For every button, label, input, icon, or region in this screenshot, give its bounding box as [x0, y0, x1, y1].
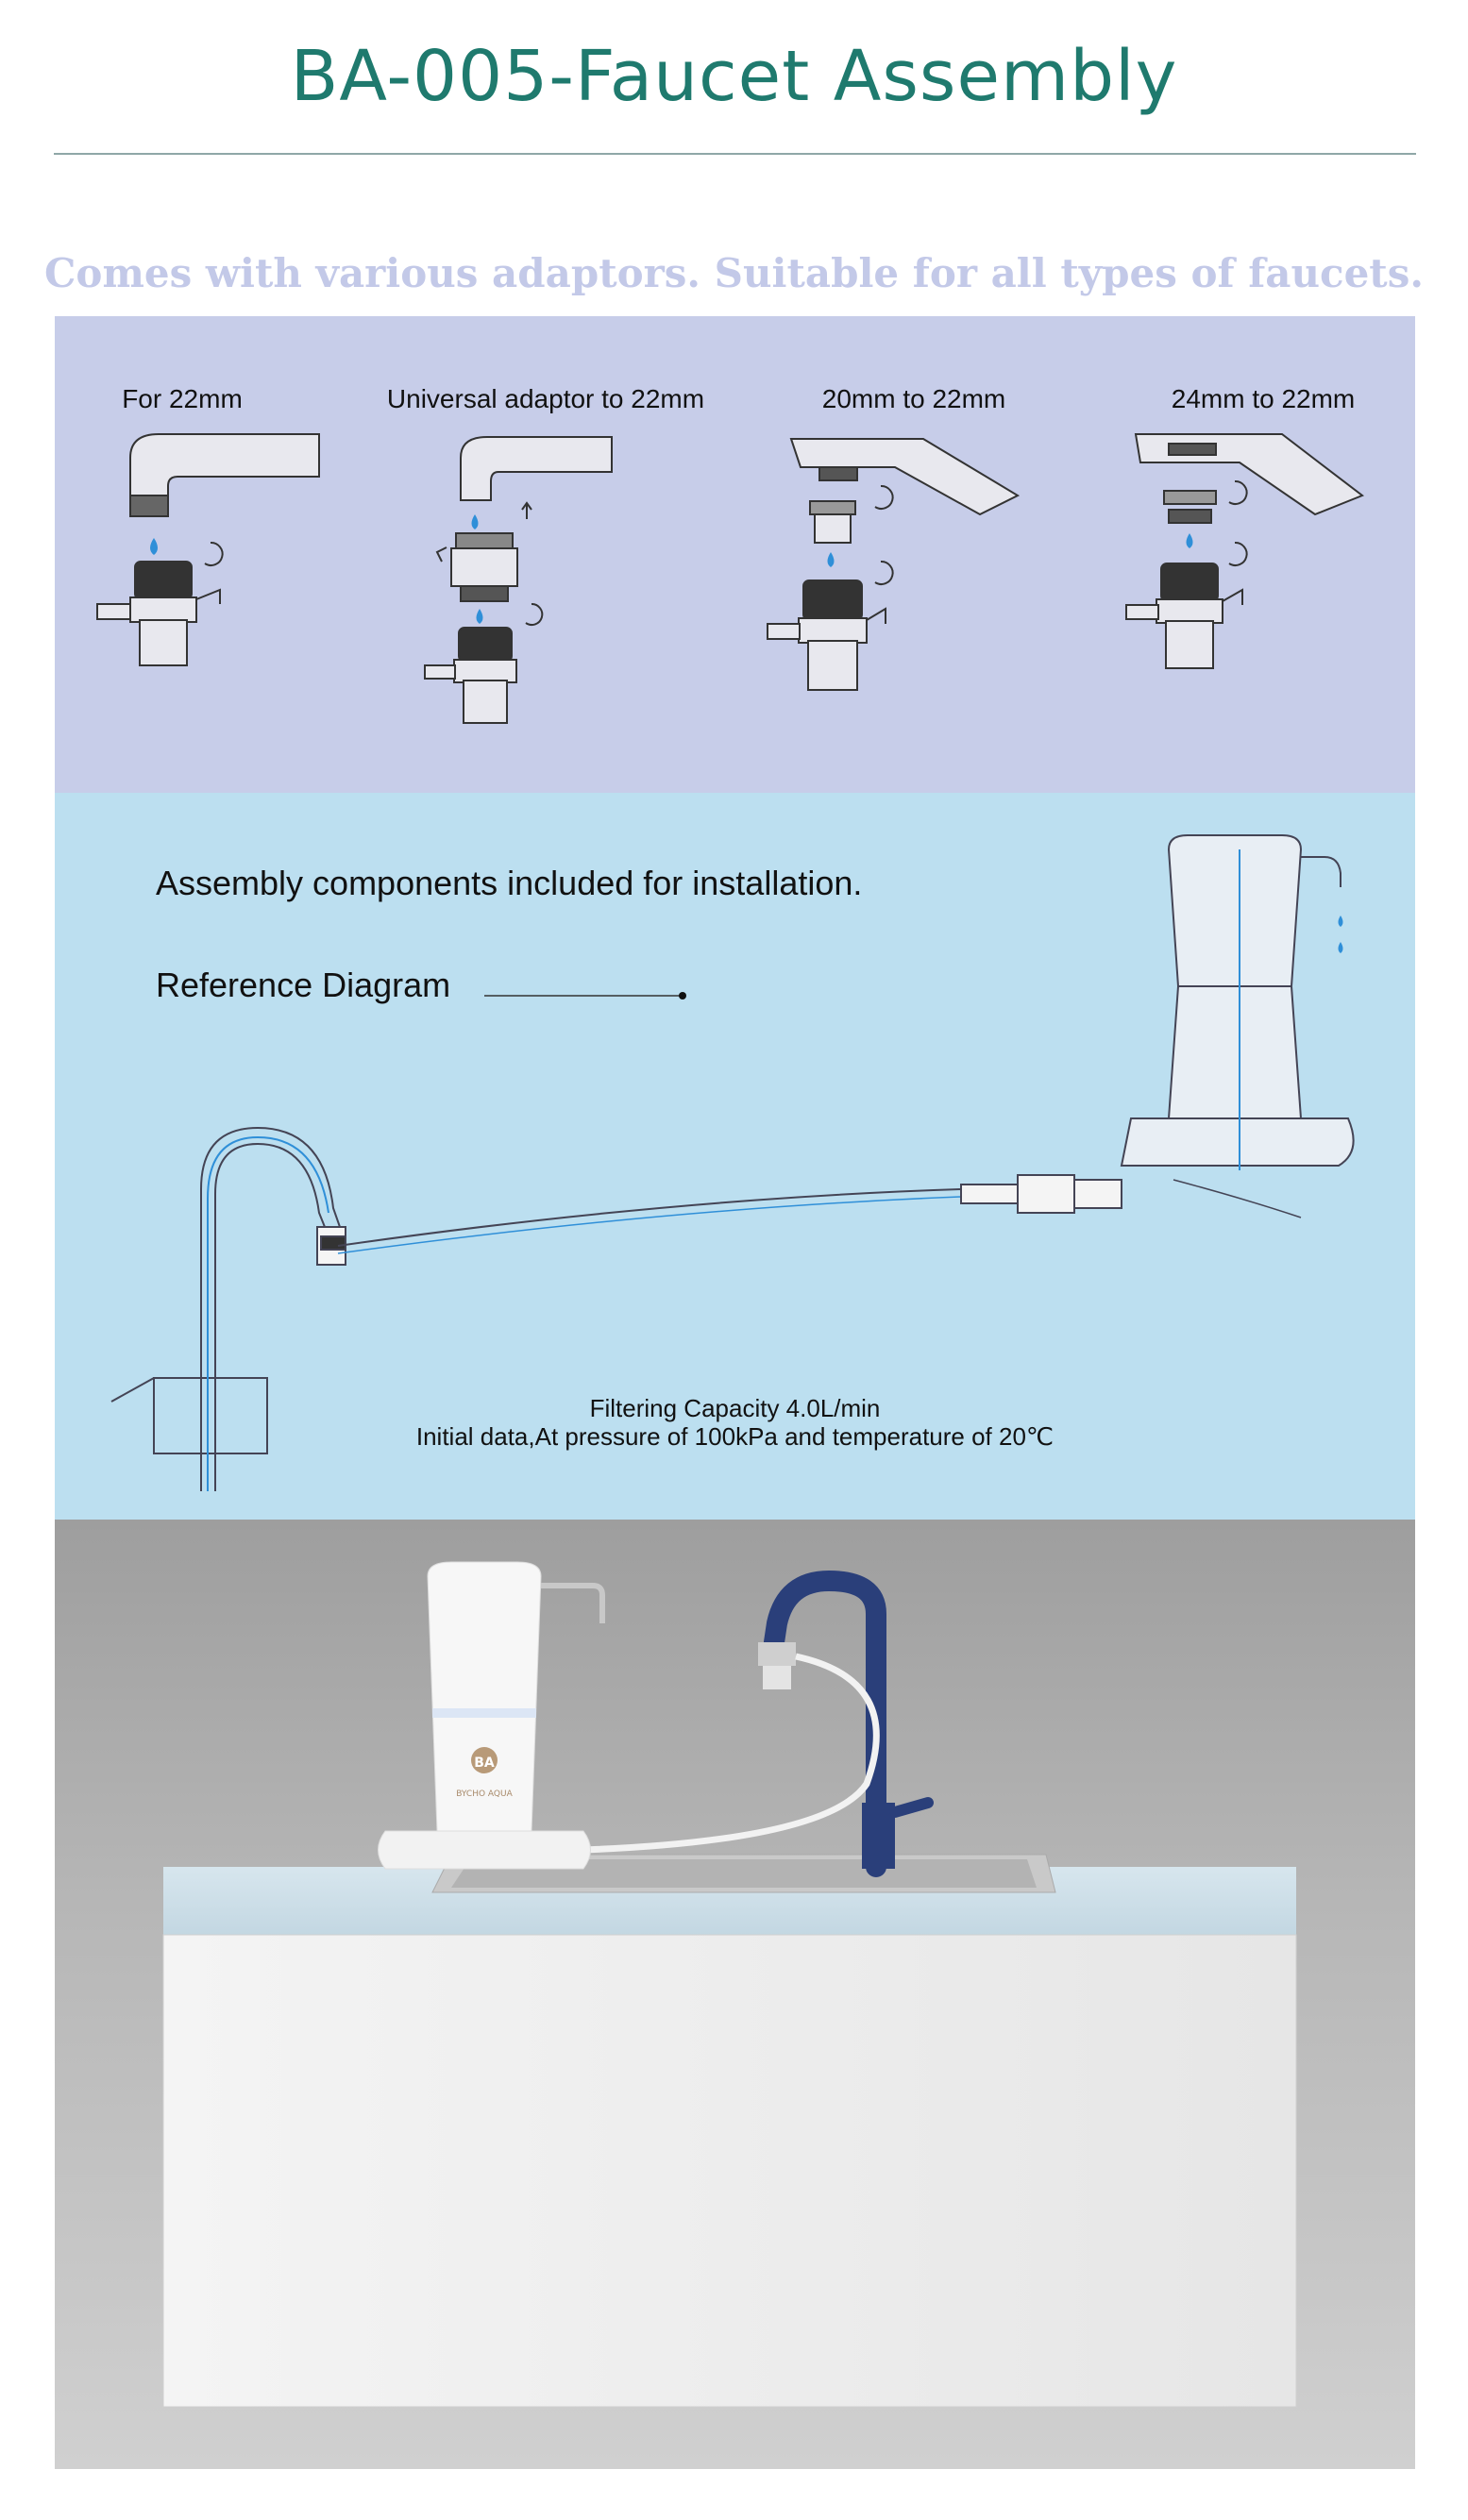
diverter-valve-icon	[96, 561, 221, 666]
capacity-caption: Filtering Capacity 4.0L/min	[589, 1394, 881, 1422]
diverter-valve-icon	[424, 627, 517, 724]
kitchen-sink-scene: BA BYCHO AQUA	[162, 1561, 1297, 2408]
universal-adaptor-icon	[435, 532, 518, 602]
sink-basin-icon	[431, 1854, 1056, 1893]
product-brand-text: BYCHO AQUA	[456, 1789, 513, 1799]
adaptor-label: 24mm to 22mm	[1171, 384, 1356, 413]
faucet-elbow-22mm-icon	[129, 433, 320, 517]
cabinet-icon	[162, 1867, 1297, 2408]
diverter-valve-icon	[1125, 563, 1243, 669]
arrow-up-icon	[521, 501, 532, 519]
rotate-icon	[1228, 541, 1248, 566]
adaptor-ring-24mm-icon	[1163, 490, 1217, 524]
adaptor-item-20mm: 20mm to 22mm	[744, 384, 1084, 414]
water-drop-icon	[476, 609, 483, 624]
water-drop-icon	[471, 514, 479, 529]
hose-connector-icon	[960, 1174, 1122, 1214]
adaptor-label: Universal adaptor to 22mm	[386, 384, 705, 413]
water-hose	[582, 1653, 880, 1854]
power-cable	[1173, 1179, 1302, 1218]
rotate-icon	[1228, 479, 1248, 505]
adaptor-label: 20mm to 22mm	[821, 384, 1006, 413]
water-drop-icon	[827, 552, 835, 567]
page-subtitle: Comes with various adaptors. Suitable fo…	[44, 250, 1424, 296]
reference-diagram-drawing	[110, 834, 1355, 1491]
adaptor-item-universal: Universal adaptor to 22mm	[376, 384, 716, 414]
faucet-icon	[758, 1570, 934, 1877]
page-title: BA-005-Faucet Assembly	[290, 36, 1178, 117]
product-photo-panel: BA BYCHO AQUA	[55, 1520, 1415, 2469]
adaptor-item-24mm: 24mm to 22mm	[1093, 384, 1433, 414]
kitchen-faucet-outline-icon	[110, 1126, 346, 1491]
water-filter-unit-icon	[1120, 834, 1355, 1167]
rotate-icon	[874, 484, 894, 510]
faucet-spout-24mm-icon	[1134, 433, 1365, 516]
reference-diagram-label: Reference Diagram	[156, 966, 451, 1004]
brand-logo-icon	[471, 1747, 498, 1773]
rotate-icon	[204, 541, 224, 566]
product-logo-text: BA	[474, 1756, 495, 1771]
water-filter-product-icon	[378, 1561, 605, 1870]
water-drop-icon	[150, 538, 158, 555]
faucet-spout-20mm-icon	[789, 438, 1021, 516]
reference-diagram-panel: Assembly components included for install…	[55, 793, 1415, 1520]
test-conditions-caption: Initial data,At pressure of 100kPa and t…	[415, 1422, 1055, 1451]
rotate-icon	[874, 560, 894, 585]
adaptor-panel: For 22mm Universal adaptor to 22mm 20mm …	[55, 316, 1415, 793]
title-divider	[54, 153, 1416, 155]
faucet-elbow-universal-icon	[460, 436, 613, 501]
rotate-icon	[525, 602, 544, 626]
adaptor-item-22mm: For 22mm	[55, 384, 395, 414]
diverter-valve-icon	[767, 580, 886, 691]
leader-line	[484, 992, 686, 1000]
water-drop-icon	[1338, 916, 1343, 927]
water-line-faucet	[207, 1135, 329, 1491]
adaptor-illustrations	[96, 433, 1365, 724]
adaptor-ring-20mm-icon	[809, 500, 856, 544]
adaptor-label: For 22mm	[122, 384, 243, 413]
assembly-heading: Assembly components included for install…	[156, 864, 863, 902]
water-drop-icon	[1186, 533, 1193, 548]
supply-hose-water	[337, 1196, 962, 1254]
water-drop-icon	[1338, 942, 1343, 953]
supply-hose	[337, 1188, 962, 1247]
